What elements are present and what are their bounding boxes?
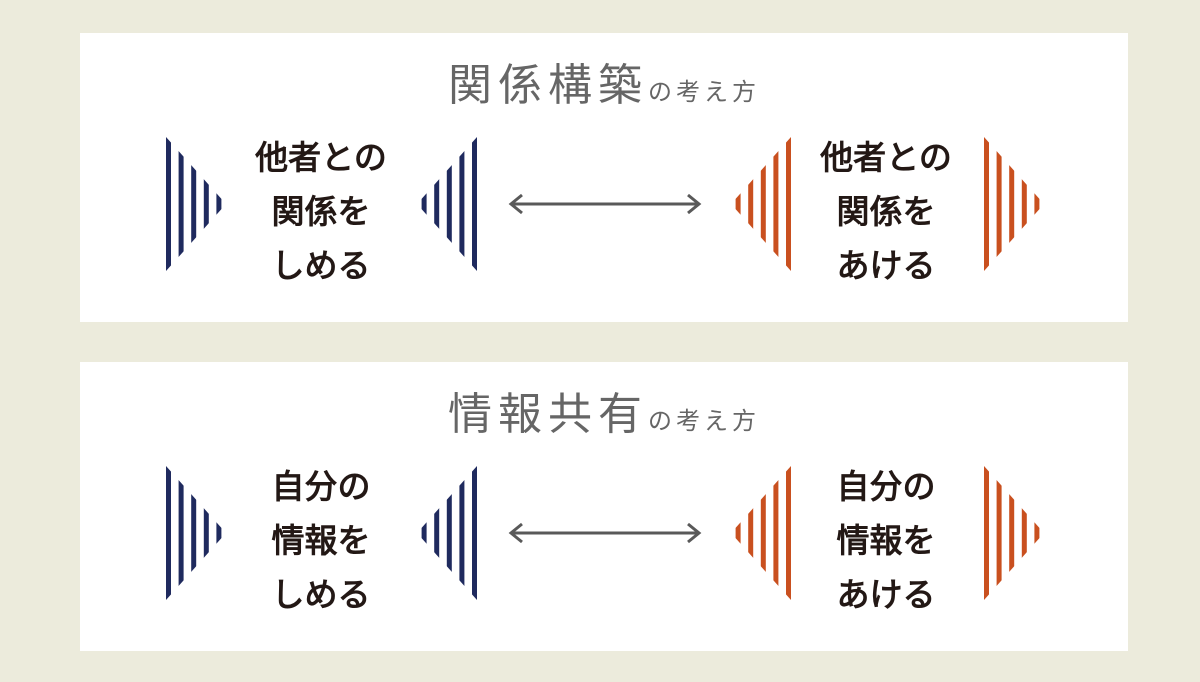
triangle-stripe (178, 466, 184, 600)
navy-triangle-left-icon (421, 137, 477, 271)
triangle-stripe (748, 137, 754, 271)
triangle-stripe (203, 137, 209, 271)
triangle-stripe (459, 466, 465, 600)
triangle-stripe (166, 466, 171, 600)
title-main: 情報共有 (448, 389, 648, 440)
orange-triangle-right-icon (984, 137, 1040, 271)
triangle-stripe (434, 466, 440, 600)
triangle-stripe (472, 466, 477, 600)
title-suffix: の考え方 (648, 407, 760, 435)
navy-triangle-left-icon (421, 466, 477, 600)
triangle-stripe (786, 466, 791, 600)
triangle-stripe (984, 466, 989, 600)
orange-triangle-left-icon (735, 137, 791, 271)
title-main: 関係構築 (448, 60, 648, 111)
triangle-stripe (203, 466, 209, 600)
double-arrow-icon (508, 193, 702, 215)
triangle-stripe (773, 137, 779, 271)
title-suffix: の考え方 (648, 78, 760, 106)
triangle-stripe (996, 466, 1002, 600)
open-label: 他者との関係をあける (820, 138, 952, 285)
triangle-stripe (216, 137, 222, 271)
triangle-stripe (786, 137, 791, 271)
triangle-stripe (434, 137, 440, 271)
triangle-stripe (1009, 137, 1015, 271)
open-label: 自分の情報をあける (836, 467, 936, 614)
triangle-stripe (735, 466, 741, 600)
triangle-stripe (191, 137, 197, 271)
triangle-stripe (748, 466, 754, 600)
triangle-stripe (216, 466, 222, 600)
navy-triangle-right-icon (166, 466, 222, 600)
triangle-stripe (421, 466, 427, 600)
triangle-stripe (166, 137, 171, 271)
panel-title: 情報共有の考え方 (80, 378, 1128, 442)
closed-label: 自分の情報をしめる (271, 467, 371, 614)
navy-triangle-right-icon (166, 137, 222, 271)
triangle-stripe (773, 466, 779, 600)
triangle-stripe (984, 137, 989, 271)
orange-triangle-right-icon (984, 466, 1040, 600)
double-arrow-icon (508, 522, 702, 544)
triangle-stripe (760, 466, 766, 600)
triangle-stripe (1034, 466, 1040, 600)
triangle-stripe (421, 137, 427, 271)
triangle-stripe (735, 137, 741, 271)
information-sharing-panel: 情報共有の考え方 自分の情報をしめる 自分の情報をあける (80, 362, 1128, 651)
triangle-stripe (1009, 466, 1015, 600)
triangle-stripe (996, 137, 1002, 271)
orange-triangle-left-icon (735, 466, 791, 600)
relationship-building-panel: 関係構築の考え方 他者との関係をしめる 他者との関係をあける (80, 33, 1128, 322)
triangle-stripe (459, 137, 465, 271)
triangle-stripe (1021, 466, 1027, 600)
triangle-stripe (1021, 137, 1027, 271)
triangle-stripe (1034, 137, 1040, 271)
triangle-stripe (446, 466, 452, 600)
triangle-stripe (760, 137, 766, 271)
panel-title: 関係構築の考え方 (80, 49, 1128, 113)
triangle-stripe (472, 137, 477, 271)
triangle-stripe (191, 466, 197, 600)
closed-label: 他者との関係をしめる (255, 138, 387, 285)
triangle-stripe (178, 137, 184, 271)
triangle-stripe (446, 137, 452, 271)
